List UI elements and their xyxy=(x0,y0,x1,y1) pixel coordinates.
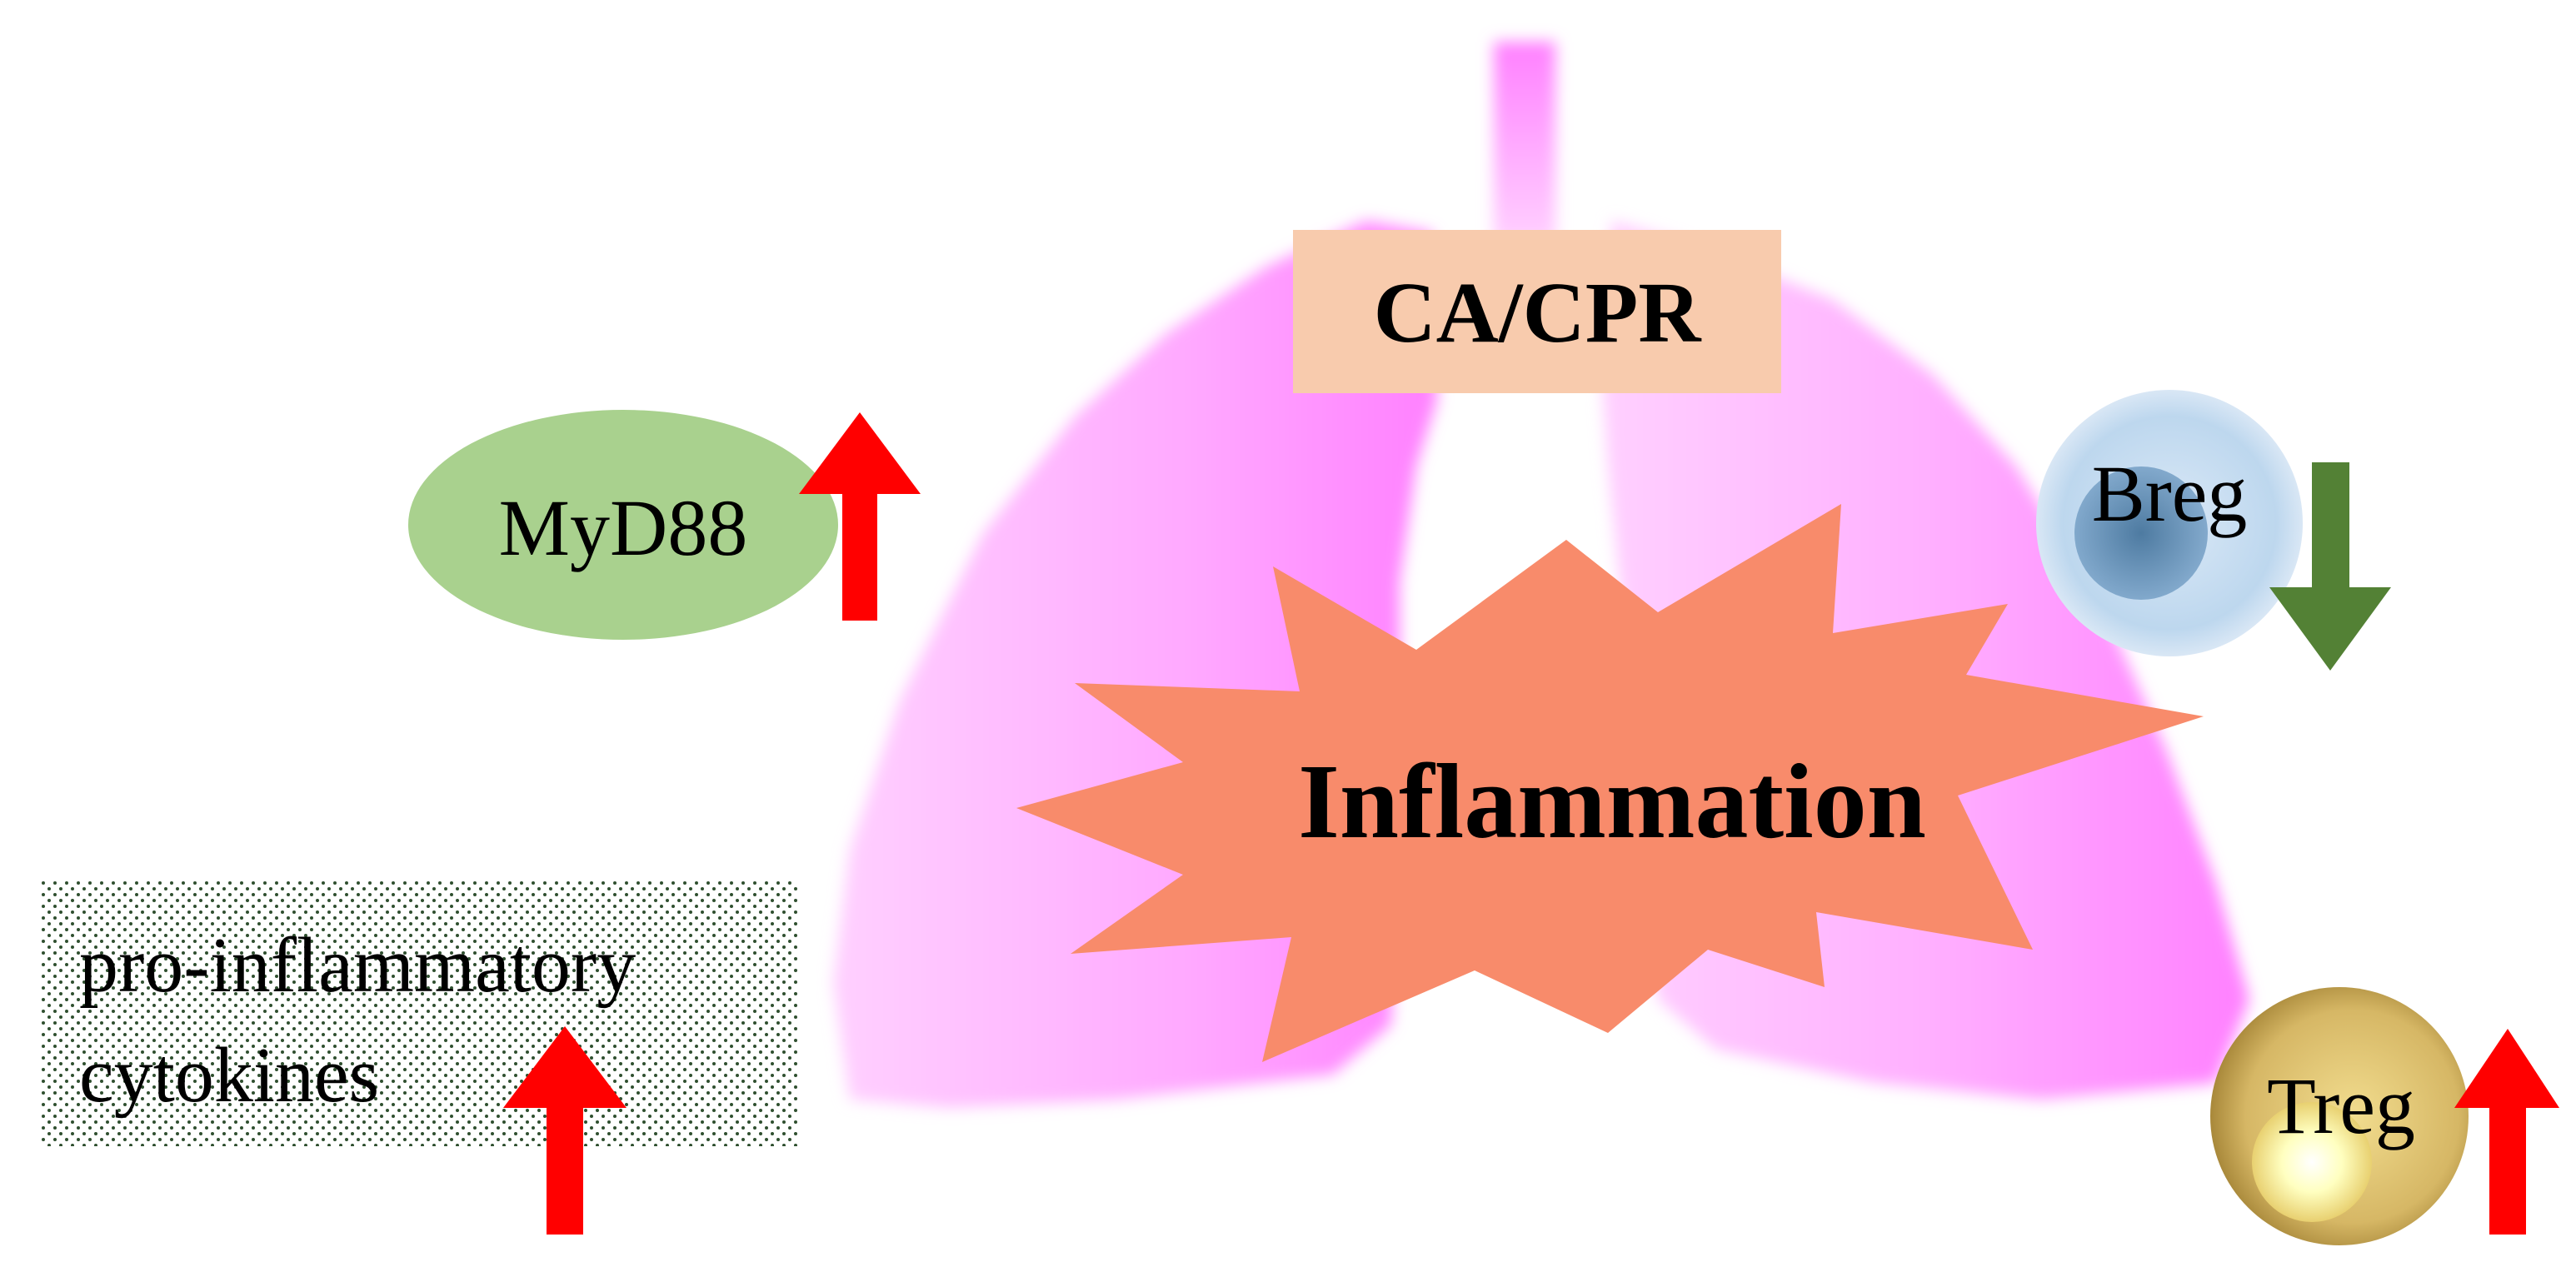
myd88-up-arrow xyxy=(799,412,921,621)
breg-nucleus xyxy=(2074,466,2208,600)
cytokines-up-arrow xyxy=(503,1026,627,1235)
ca-cpr-box xyxy=(1293,230,1781,393)
myd88-label: MyD88 xyxy=(499,483,748,572)
trachea xyxy=(1494,42,1555,242)
treg-up-arrow xyxy=(2454,1029,2559,1235)
cytokines-label-line2: cytokines xyxy=(79,1032,379,1119)
myd88-ellipse xyxy=(408,410,838,640)
ca-cpr-label: CA/CPR xyxy=(1374,265,1703,361)
treg-label: Treg xyxy=(2267,1061,2415,1150)
treg-nucleus xyxy=(2252,1102,2372,1222)
inflammation-label: Inflammation xyxy=(1298,742,1926,860)
breg-down-arrow xyxy=(2269,462,2391,671)
cytokines-dotted-box xyxy=(42,881,800,1146)
inflammation-burst xyxy=(1016,504,2204,1062)
cytokines-label-line1: pro-inflammatory xyxy=(79,922,636,1009)
breg-label: Breg xyxy=(2092,449,2248,538)
